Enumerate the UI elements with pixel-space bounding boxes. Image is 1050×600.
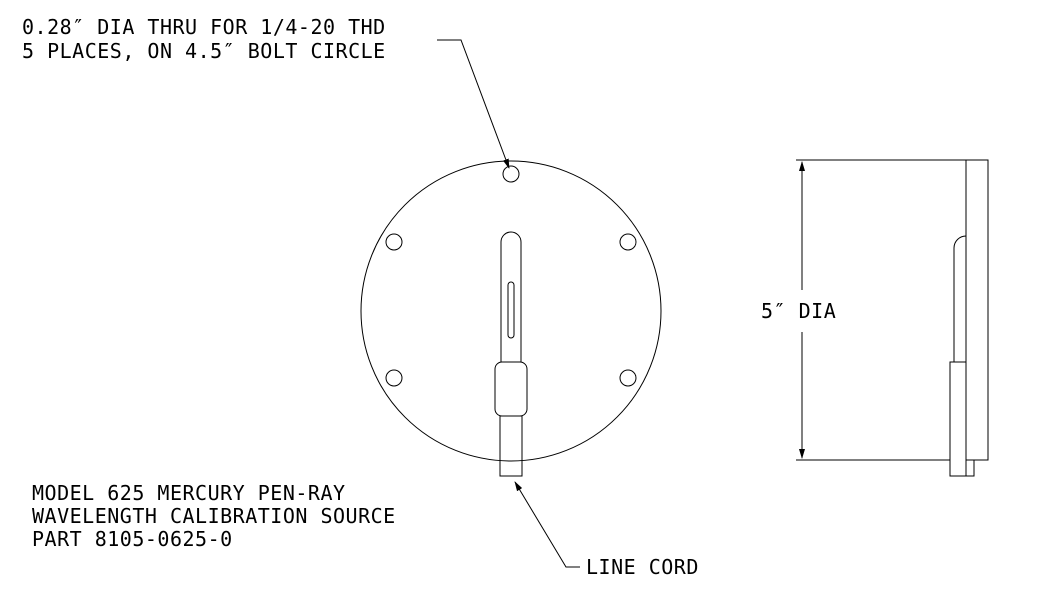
side-lamp-base	[949, 361, 967, 477]
line-cord-label: LINE CORD	[586, 555, 699, 579]
cord-sleeve	[499, 415, 523, 477]
diameter-label: 5″ DIA	[761, 299, 836, 323]
lamp-base	[494, 361, 528, 417]
side-lamp-tube	[953, 235, 967, 362]
bolt-hole-lower-right	[619, 369, 637, 387]
title-line-1: MODEL 625 MERCURY PEN-RAY	[32, 481, 346, 505]
hole-note-line-1: 0.28″ DIA THRU FOR 1/4-20 THD	[22, 15, 386, 39]
bolt-hole-top	[502, 165, 520, 183]
side-plate	[965, 159, 989, 461]
hole-note-line-2: 5 PLACES, ON 4.5″ BOLT CIRCLE	[22, 39, 386, 63]
front-view	[360, 160, 662, 477]
bolt-hole-upper-right	[619, 233, 637, 251]
title-line-2: WAVELENGTH CALIBRATION SOURCE	[32, 504, 396, 528]
lamp-tube	[500, 231, 522, 362]
side-cord-stub	[965, 459, 975, 477]
diameter-dimension: 5″ DIA	[761, 159, 966, 461]
bolt-hole-lower-left	[385, 369, 403, 387]
title-line-3: PART 8105-0625-0	[32, 527, 233, 551]
base-plate-outline	[360, 160, 662, 462]
side-view	[949, 159, 989, 477]
lamp-slot	[507, 281, 515, 339]
bolt-hole-upper-left	[385, 233, 403, 251]
hole-leader	[437, 39, 510, 169]
line-cord-leader	[514, 481, 580, 568]
